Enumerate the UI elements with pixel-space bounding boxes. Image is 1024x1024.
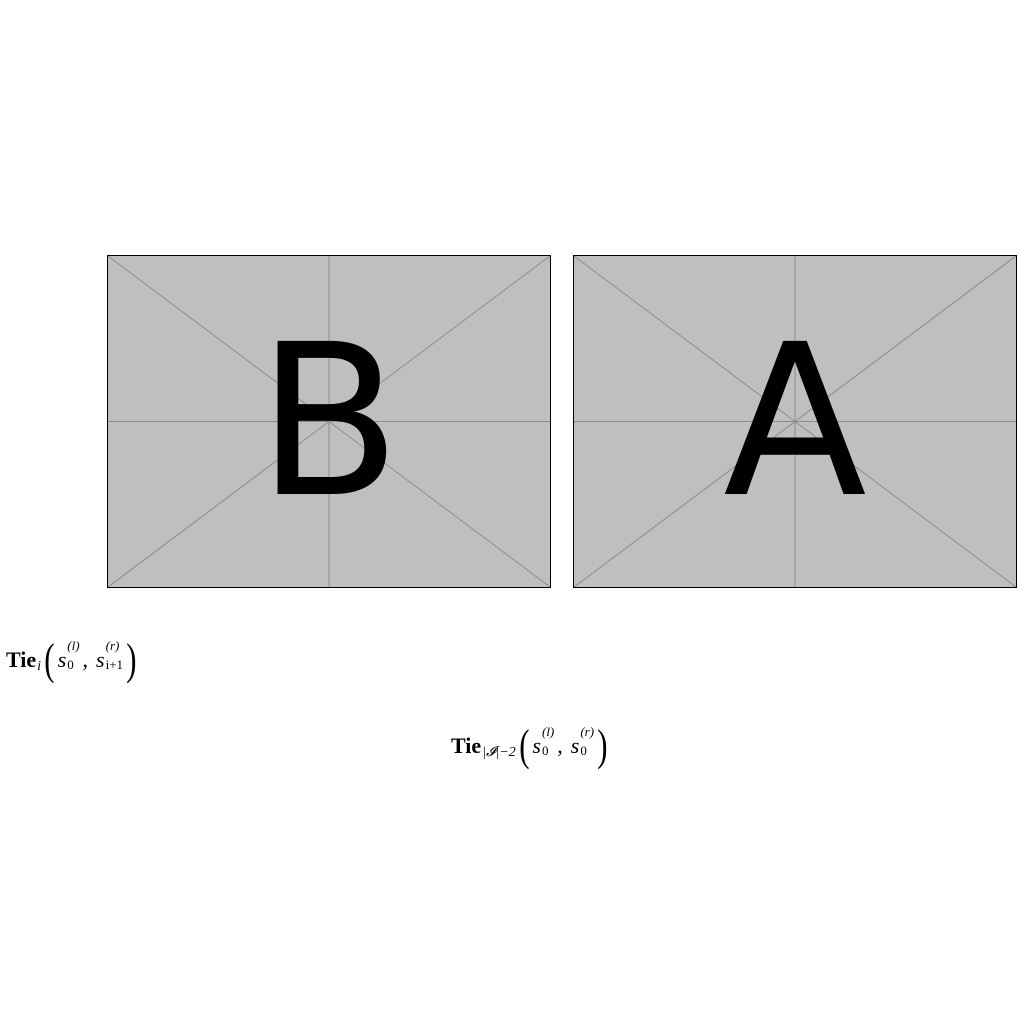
arg1-superscript: (l) — [541, 724, 555, 740]
placeholder-cross-icon — [574, 256, 1016, 587]
close-paren: ) — [597, 721, 608, 770]
formula-operator-subscript: i — [37, 659, 42, 674]
placeholder-image-a: A — [573, 255, 1017, 588]
arg1-superscript: (l) — [67, 638, 80, 654]
placeholder-cross-icon — [108, 256, 550, 587]
panel-label: B — [256, 298, 402, 544]
formula-operator: Tie — [6, 647, 37, 672]
arg1-variable: s — [57, 647, 67, 672]
formula-operator-subscript: |𝓘|−2 — [482, 745, 516, 760]
arg2-superscript: (r) — [580, 724, 595, 740]
panel-label: A — [723, 298, 867, 544]
arg1-scripts: (l) 0 — [541, 724, 554, 761]
arg1-scripts: (l) 0 — [67, 638, 79, 675]
arg2-subscript: i+1 — [105, 657, 124, 672]
arg1-subscript: 0 — [541, 743, 549, 758]
arg2-superscript: (r) — [105, 638, 120, 654]
tie-formula-i: Tie i ( s (l) 0 , s (r) i+1 ) — [6, 638, 140, 682]
arg1-subscript: 0 — [67, 657, 74, 672]
formula-operator: Tie — [451, 733, 482, 758]
arg2-variable: s — [570, 733, 580, 758]
open-paren: ( — [518, 721, 530, 770]
placeholder-image-b: B — [107, 255, 551, 588]
tie-formula-last: Tie |𝓘|−2 ( s (l) 0 , s (r) 0 ) — [451, 724, 611, 768]
comma: , — [557, 733, 563, 758]
close-paren: ) — [126, 635, 137, 684]
arg1-variable: s — [532, 733, 541, 758]
arg2-scripts: (r) i+1 — [105, 638, 124, 675]
arg2-subscript: 0 — [580, 743, 587, 758]
open-paren: ( — [44, 635, 55, 684]
arg2-variable: s — [96, 647, 105, 672]
arg2-scripts: (r) 0 — [580, 724, 594, 761]
comma: , — [82, 647, 89, 672]
